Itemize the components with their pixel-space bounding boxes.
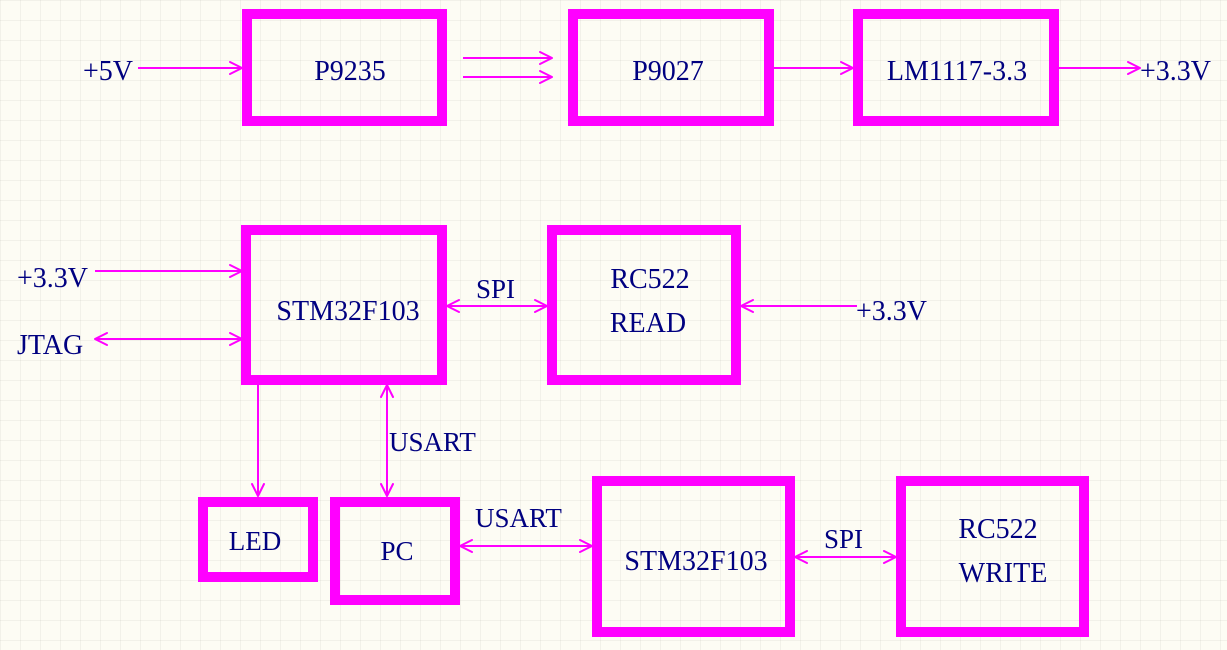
rc522-write-label-line1: RC522 [958,514,1037,545]
arrow-icon [1127,61,1141,75]
stm32-top-block [241,225,447,385]
arrow-icon [740,299,754,313]
lm1117-block [853,9,1059,126]
arrow-icon [840,61,854,75]
spi-top-label: SPI [476,274,515,304]
p9027-block [568,9,774,126]
arrow-icon [534,299,548,313]
p9027-label: P9027 [632,56,704,87]
usart-vertical-label: USART [389,427,476,457]
arrow-icon [794,550,808,564]
arrow-icon [539,70,553,84]
arrow-icon [579,539,593,553]
arrow-icon [446,299,460,313]
output-3v3-label: +3.3V [1140,56,1211,87]
stm32-bottom-block [592,476,795,637]
arrow-icon [539,51,553,65]
pc-block [330,497,460,605]
arrow-icon [883,550,897,564]
lm1117-label: LM1117-3.3 [887,56,1027,87]
rc522-read-label-line2: READ [610,308,686,339]
arrow-icon [229,332,243,346]
led-label: LED [229,526,281,556]
led-block [198,497,318,582]
spi-bottom-label: SPI [824,524,863,554]
input-3v3-rc522-label: +3.3V [856,296,927,327]
input-5v-label: +5V [83,56,133,87]
jtag-label: JTAG [17,330,83,361]
arrow-icon [94,332,108,346]
rc522-read-label-line1: RC522 [610,264,689,295]
arrow-icon [229,264,243,278]
pc-label: PC [380,536,413,566]
input-3v3-left-label: +3.3V [17,263,88,294]
usart-horizontal-label: USART [475,503,562,533]
stm32-bottom-label: STM32F103 [624,546,767,577]
arrow-icon [251,483,265,497]
p9235-block [242,9,447,126]
rc522-write-block [896,476,1089,637]
arrow-icon [380,384,394,398]
p9235-label: P9235 [314,56,386,87]
rc522-read-block [547,225,741,385]
arrow-icon [380,483,394,497]
arrow-icon [229,61,243,75]
arrow-icon [459,539,473,553]
stm32-top-label: STM32F103 [276,296,419,327]
rc522-write-label-line2: WRITE [959,558,1048,589]
